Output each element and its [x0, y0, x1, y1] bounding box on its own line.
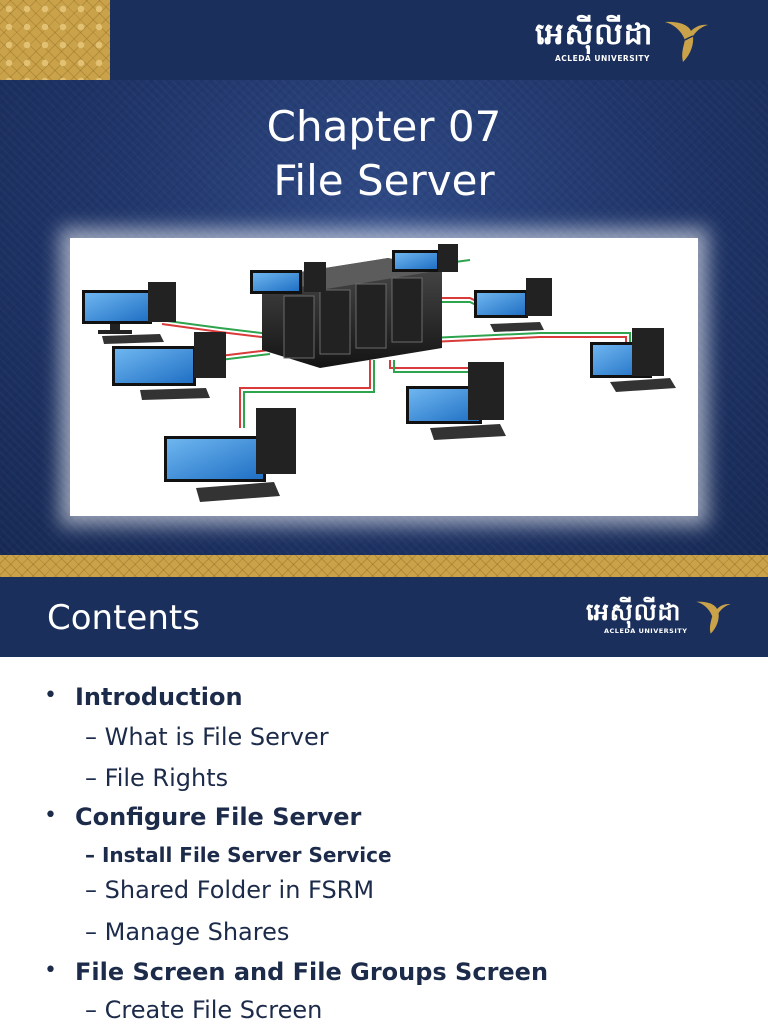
- acleda-logo-small: អេស៊ីលីដា ACLEDA UNIVERSITY: [586, 597, 733, 637]
- logo-khmer-text: អេស៊ីលីដា: [586, 597, 682, 626]
- list-sub-item: – Create File Screen: [85, 996, 323, 1024]
- list-sub-item: – File Rights: [85, 764, 229, 792]
- list-sub-item: – Manage Shares: [85, 918, 290, 946]
- bird-logo-icon: [665, 21, 709, 62]
- contents-list: • Introduction – What is File Server – F…: [0, 657, 768, 1024]
- title-slide: អេស៊ីលីដា ACLEDA UNIVERSITY Chapter 07 F…: [0, 0, 768, 555]
- bullet-dot: •: [44, 803, 57, 828]
- slide-header: [0, 0, 768, 80]
- list-item: File Screen and File Groups Screen: [75, 958, 549, 986]
- slide-title-line-1: Chapter 07: [266, 102, 502, 151]
- bullet-dot: •: [44, 683, 57, 708]
- gold-pattern-tile: [0, 0, 110, 80]
- list-item: Introduction: [75, 683, 243, 711]
- acleda-logo: អេស៊ីលីដា ACLEDA UNIVERSITY: [535, 16, 711, 66]
- logo-university-text: ACLEDA UNIVERSITY: [604, 626, 688, 635]
- list-sub-item: – Shared Folder in FSRM: [85, 876, 375, 904]
- logo-khmer-text: អេស៊ីលីដា: [535, 16, 654, 52]
- logo-university-text: ACLEDA UNIVERSITY: [555, 53, 650, 63]
- gold-divider-bar: [0, 555, 768, 577]
- contents-heading: Contents: [47, 598, 200, 638]
- bird-logo-icon: [696, 601, 732, 634]
- list-sub-item: – What is File Server: [85, 723, 329, 751]
- file-server-network-image: [70, 238, 698, 516]
- contents-header-bar: [0, 577, 768, 657]
- bullet-dot: •: [44, 958, 57, 983]
- list-item: Configure File Server: [75, 803, 362, 831]
- list-sub-item: – Install File Server Service: [85, 843, 392, 867]
- slide-title-line-2: File Server: [273, 156, 495, 205]
